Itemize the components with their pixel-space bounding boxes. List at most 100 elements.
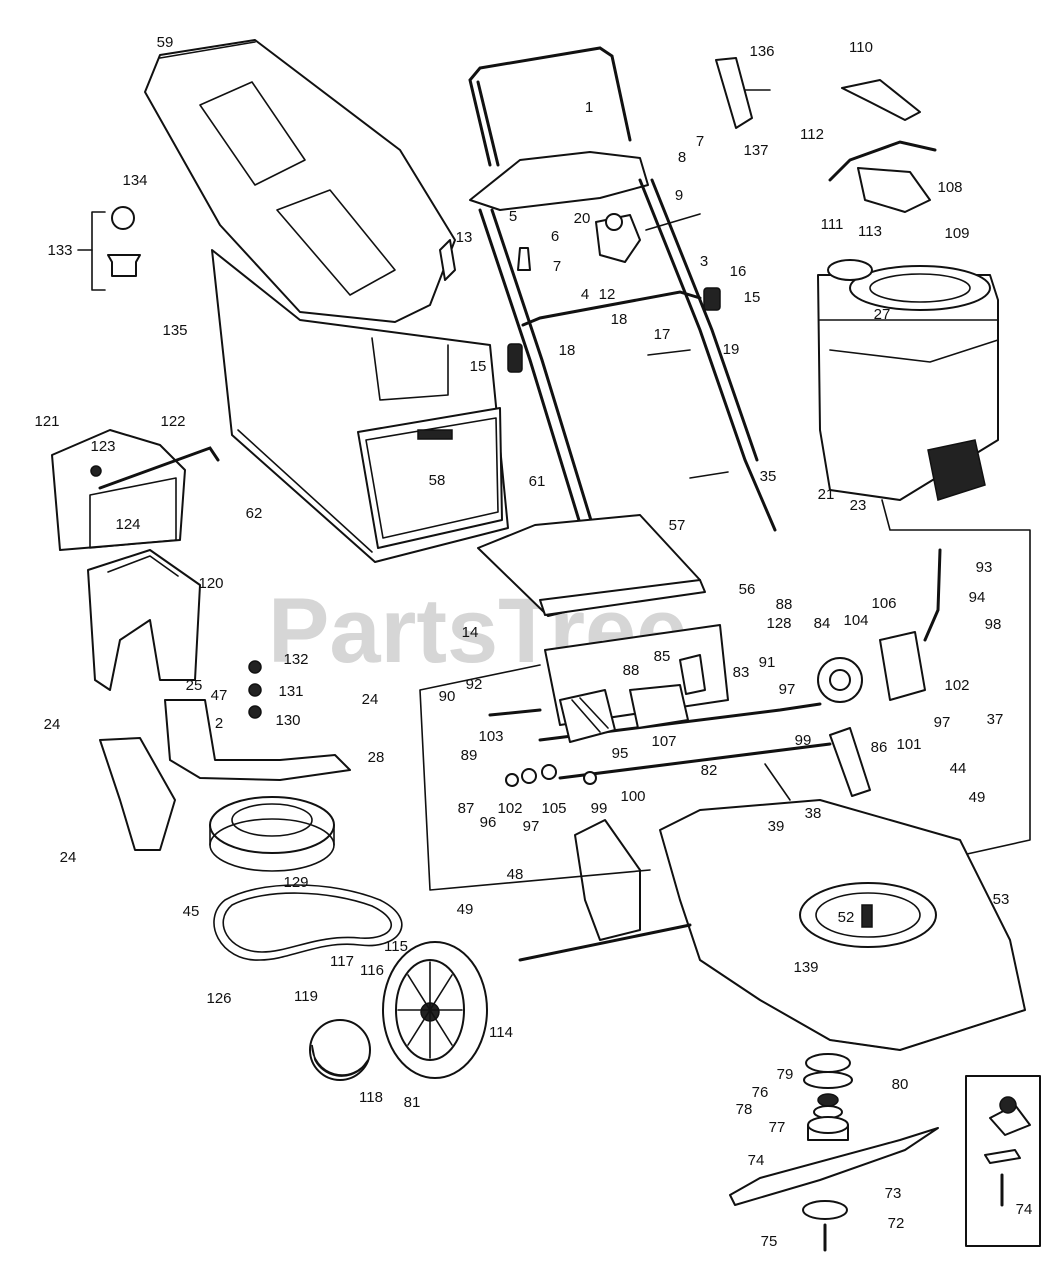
- callout-81: 81: [404, 1094, 421, 1111]
- part-79: [805, 1053, 851, 1073]
- hubcap-119: [309, 1019, 371, 1081]
- callout-97: 97: [523, 818, 540, 835]
- callout-115: 115: [384, 938, 408, 955]
- callout-100: 100: [620, 788, 645, 805]
- belt-126: [213, 884, 403, 961]
- callout-85: 85: [654, 648, 671, 665]
- callout-57: 57: [669, 517, 686, 534]
- upper-handle-1: [468, 46, 632, 167]
- callout-74: 74: [1016, 1201, 1033, 1218]
- callout-28: 28: [368, 749, 385, 766]
- callout-5: 5: [509, 208, 517, 225]
- axle-82: [538, 702, 822, 742]
- callout-96: 96: [480, 814, 497, 831]
- callout-4: 4: [581, 286, 589, 303]
- bag-handle-58: [417, 429, 453, 440]
- callout-97: 97: [934, 714, 951, 731]
- callout-49: 49: [457, 901, 474, 918]
- callout-139: 139: [793, 959, 818, 976]
- plate-48: [574, 819, 641, 941]
- callout-130: 130: [275, 712, 300, 729]
- callout-129: 129: [283, 874, 308, 891]
- callout-47: 47: [211, 687, 228, 704]
- callout-24: 24: [44, 716, 61, 733]
- rod-122: [98, 446, 220, 490]
- wheel-assembly: [309, 941, 488, 1081]
- callout-18: 18: [611, 311, 628, 328]
- callout-15: 15: [744, 289, 761, 306]
- callout-12: 12: [599, 286, 616, 303]
- callout-75: 75: [761, 1233, 778, 1250]
- callout-132: 132: [283, 651, 308, 668]
- callout-14: 14: [462, 624, 479, 641]
- callout-122: 122: [160, 413, 185, 430]
- callout-74: 74: [748, 1152, 765, 1169]
- callout-103: 103: [478, 728, 503, 745]
- callout-86: 86: [871, 739, 888, 756]
- discharge-parts: [99, 660, 351, 872]
- blade-73: [729, 1127, 939, 1206]
- callout-59: 59: [157, 34, 174, 51]
- callout-21: 21: [818, 486, 835, 503]
- callout-114: 114: [489, 1024, 513, 1041]
- callout-102: 102: [944, 677, 969, 694]
- callout-8: 8: [678, 149, 686, 166]
- callout-87: 87: [458, 800, 475, 817]
- part-135: [107, 254, 141, 277]
- callout-134: 134: [122, 172, 147, 189]
- deflector-120: [87, 549, 201, 691]
- callout-37: 37: [987, 711, 1004, 728]
- callout-120: 120: [198, 575, 223, 592]
- callout-53: 53: [993, 891, 1010, 908]
- callout-118: 118: [359, 1089, 383, 1106]
- engine-27: [817, 259, 1031, 881]
- callout-110: 110: [849, 39, 873, 56]
- callout-38: 38: [805, 805, 822, 822]
- rear-flap-parts: [51, 429, 220, 691]
- callout-62: 62: [246, 505, 263, 522]
- callout-44: 44: [950, 760, 967, 777]
- callout-18: 18: [559, 342, 576, 359]
- lower-handle-right-19: [638, 178, 777, 532]
- callout-98: 98: [985, 616, 1002, 633]
- callout-19: 19: [723, 341, 740, 358]
- washer-72: [802, 1200, 848, 1220]
- grass-bag-top-59: [144, 39, 456, 323]
- callout-20: 20: [574, 210, 591, 227]
- callout-92: 92: [466, 676, 483, 693]
- callout-45: 45: [183, 903, 200, 920]
- callout-77: 77: [769, 1119, 786, 1136]
- callout-93: 93: [976, 559, 993, 576]
- callout-27: 27: [874, 306, 891, 323]
- callout-35: 35: [760, 468, 777, 485]
- callout-23: 23: [850, 497, 867, 514]
- callout-123: 123: [90, 438, 115, 455]
- callout-90: 90: [439, 688, 456, 705]
- bracket-56: [539, 579, 706, 616]
- part-112: [828, 140, 937, 182]
- callout-58: 58: [429, 472, 446, 489]
- bracket-106: [879, 631, 926, 701]
- callout-84: 84: [814, 615, 831, 632]
- callout-82: 82: [701, 762, 718, 779]
- callout-9: 9: [675, 187, 683, 204]
- grass-bag-assembly: [144, 39, 509, 563]
- callout-2: 2: [215, 715, 223, 732]
- callout-24: 24: [362, 691, 379, 708]
- callout-101: 101: [896, 736, 921, 753]
- bag-frame-58: [357, 407, 503, 549]
- callout-39: 39: [768, 818, 785, 835]
- callout-56: 56: [739, 581, 756, 598]
- callout-3: 3: [700, 253, 708, 270]
- handle-knob-15-right: [703, 287, 721, 311]
- mower-deck-53: [419, 664, 1026, 1051]
- part-134: [111, 206, 135, 230]
- callout-113: 113: [858, 223, 882, 240]
- callout-109: 109: [944, 225, 969, 242]
- blade-stack: [729, 1053, 1041, 1252]
- callout-76: 76: [752, 1084, 769, 1101]
- callout-91: 91: [759, 654, 776, 671]
- callout-79: 79: [777, 1066, 794, 1083]
- callout-7: 7: [696, 133, 704, 150]
